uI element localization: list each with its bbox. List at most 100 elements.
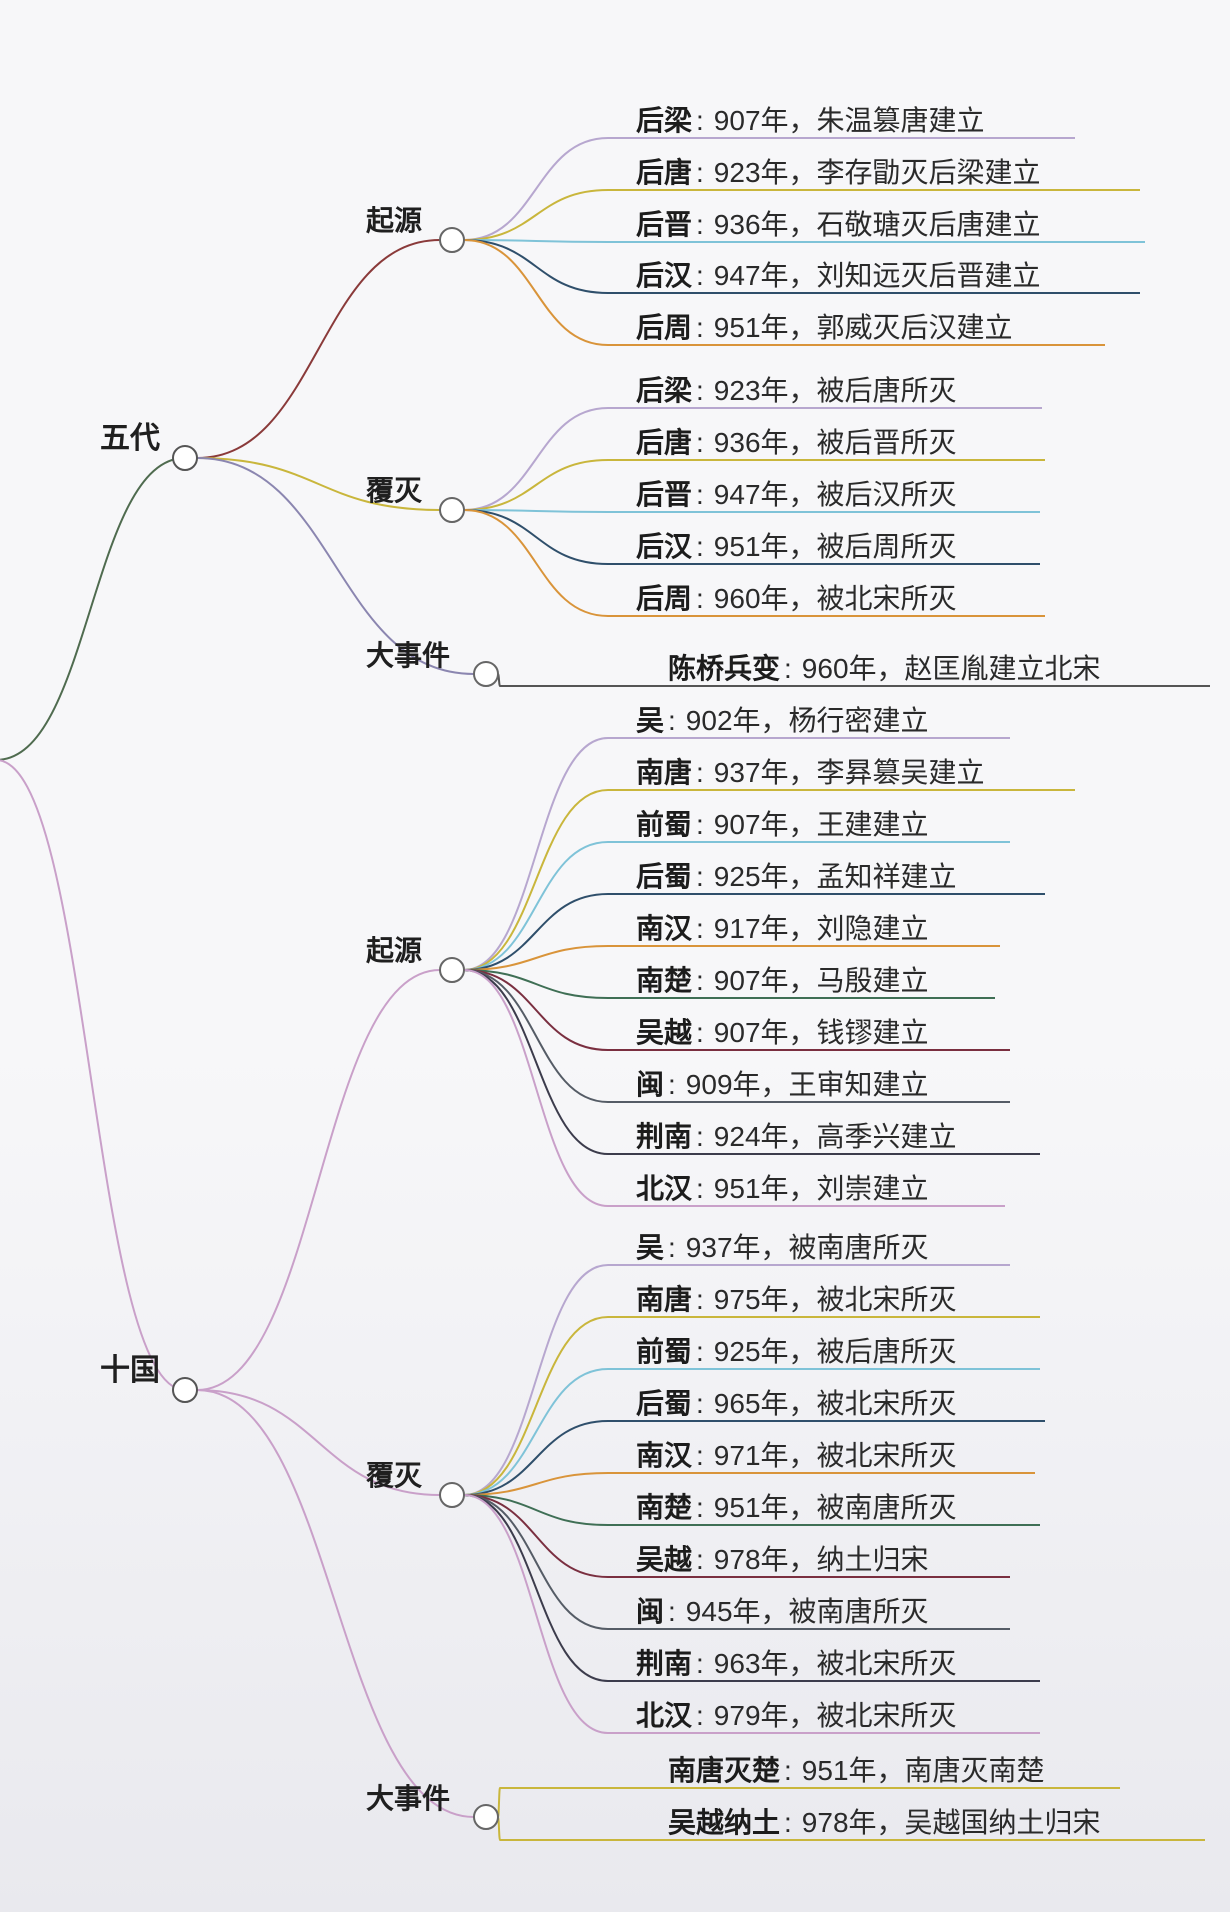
leaf-separator: : (784, 653, 792, 684)
leaf-key: 后汉 (636, 531, 693, 562)
level2-label-0-1: 覆灭 (365, 475, 423, 506)
leaf-text: 947年，被后汉所灭 (714, 479, 957, 510)
leaf-text: 937年，被南唐所灭 (686, 1232, 929, 1263)
leaf-item: 南唐:975年，被北宋所灭 (636, 1283, 957, 1315)
leaf-key: 后周 (636, 312, 692, 343)
leaf-key: 荆南 (636, 1121, 692, 1152)
leaf-edge-1-1-0 (463, 1264, 609, 1496)
leaf-edge-1-0-8 (463, 969, 609, 1155)
leaf-edge-0-0-2 (463, 239, 609, 243)
leaf-item: 南楚:951年，被南唐所灭 (636, 1492, 957, 1523)
leaf-separator: : (668, 1069, 676, 1100)
leaf-item: 后晋:936年，石敬瑭灭后唐建立 (636, 209, 1041, 240)
leaf-edge-0-0-3 (463, 239, 609, 294)
leaf-key: 后蜀 (636, 861, 692, 892)
leaf-item: 后唐:923年，李存勖灭后梁建立 (636, 156, 1041, 188)
leaf-text: 936年，被后晋所灭 (714, 427, 957, 458)
leaf-item: 后唐:936年，被后晋所灭 (636, 426, 957, 458)
leaf-edge-1-0-2 (463, 841, 609, 971)
leaf-edge-0-1-0 (463, 407, 609, 511)
leaf-text: 947年，刘知远灭后晋建立 (714, 260, 1041, 291)
leaf-edge-0-1-3 (463, 509, 609, 565)
leaf-key: 后汉 (636, 260, 693, 291)
leaf-key: 南唐 (636, 1283, 692, 1315)
leaf-edge-1-0-1 (463, 789, 609, 971)
level2-label-1-1: 覆灭 (365, 1460, 423, 1491)
leaf-text: 925年，被后唐所灭 (714, 1336, 957, 1367)
leaf-item: 北汉:979年，被北宋所灭 (636, 1700, 957, 1731)
leaf-text: 936年，石敬瑭灭后唐建立 (714, 209, 1041, 240)
level1-knob-1 (172, 1377, 198, 1403)
leaf-edge-1-1-2 (463, 1368, 609, 1496)
level2-edge-0-1 (196, 457, 441, 511)
level2-edge-0-2 (196, 457, 475, 675)
leaf-key: 后唐 (636, 156, 692, 188)
leaf-separator: : (696, 1173, 704, 1204)
leaf-key: 南唐 (636, 756, 692, 788)
leaf-separator: : (696, 260, 704, 291)
level2-knob-1-0 (439, 957, 465, 983)
level2-label-1-2: 大事件 (366, 1783, 450, 1814)
leaf-key: 闽 (636, 1069, 664, 1100)
leaf-text: 979年，被北宋所灭 (714, 1700, 957, 1731)
leaf-item: 吴越:907年，钱镠建立 (636, 1017, 929, 1048)
leaf-edge-0-0-1 (463, 189, 609, 241)
leaf-text: 951年，郭威灭后汉建立 (714, 312, 1013, 343)
mindmap-edges (0, 137, 1210, 1841)
leaf-text: 951年，南唐灭南楚 (802, 1755, 1045, 1786)
leaf-text: 902年，杨行密建立 (686, 705, 929, 736)
leaf-item: 南汉:917年，刘隐建立 (636, 913, 929, 944)
leaf-edge-1-1-6 (463, 1494, 609, 1578)
leaf-key: 吴 (636, 705, 664, 736)
leaf-key: 南汉 (636, 1440, 693, 1471)
leaf-key: 后梁 (636, 375, 692, 406)
leaf-key: 南汉 (636, 913, 693, 944)
leaf-text: 907年，马殷建立 (714, 965, 929, 996)
leaf-key: 吴越纳土 (668, 1806, 780, 1838)
leaf-item: 南唐:937年，李昪篡吴建立 (636, 756, 985, 788)
mindmap-labels: 五代起源后梁:907年，朱温篡唐建立后唐:923年，李存勖灭后梁建立后晋:936… (100, 105, 1101, 1838)
leaf-item: 后晋:947年，被后汉所灭 (636, 479, 957, 510)
leaf-key: 前蜀 (636, 1335, 692, 1367)
mindmap-knobs (172, 227, 499, 1830)
leaf-separator: : (696, 1440, 704, 1471)
leaf-separator: : (696, 209, 704, 240)
leaf-text: 937年，李昪篡吴建立 (714, 757, 985, 788)
leaf-item: 吴:937年，被南唐所灭 (636, 1232, 929, 1263)
leaf-edge-1-1-5 (463, 1494, 609, 1526)
leaf-separator: : (696, 1017, 704, 1048)
leaf-key: 后晋 (636, 479, 692, 510)
leaf-edge-1-0-5 (463, 969, 609, 999)
leaf-edge-1-0-3 (463, 893, 609, 971)
leaf-text: 978年，纳土归宋 (714, 1544, 929, 1575)
leaf-item: 荆南:924年，高季兴建立 (636, 1121, 957, 1152)
leaf-separator: : (696, 965, 704, 996)
leaf-separator: : (696, 1544, 704, 1575)
leaf-text: 951年，被后周所灭 (714, 531, 957, 562)
leaf-key: 南楚 (636, 965, 692, 996)
leaf-key: 闽 (636, 1596, 664, 1627)
leaf-item: 后汉:951年，被后周所灭 (636, 531, 957, 562)
leaf-text: 907年，朱温篡唐建立 (714, 105, 985, 136)
leaf-key: 陈桥兵变 (668, 652, 780, 684)
leaf-item: 后蜀:925年，孟知祥建立 (636, 861, 957, 892)
leaf-text: 924年，高季兴建立 (714, 1121, 957, 1152)
leaf-separator: : (668, 705, 676, 736)
leaf-separator: : (696, 1492, 704, 1523)
leaf-separator: : (696, 1121, 704, 1152)
leaf-key: 前蜀 (636, 808, 692, 840)
leaf-separator: : (696, 913, 704, 944)
leaf-text: 945年，被南唐所灭 (686, 1596, 929, 1627)
leaf-edge-1-1-4 (463, 1472, 609, 1496)
leaf-edge-1-2-0 (497, 1787, 501, 1818)
level2-knob-0-2 (473, 661, 499, 687)
level2-label-0-2: 大事件 (366, 640, 450, 671)
leaf-separator: : (696, 861, 704, 892)
leaf-separator: : (696, 1336, 704, 1367)
level2-label-1-0: 起源 (366, 935, 422, 966)
leaf-text: 923年，李存勖灭后梁建立 (714, 157, 1041, 188)
level2-knob-1-1 (439, 1482, 465, 1508)
leaf-text: 923年，被后唐所灭 (714, 375, 957, 406)
leaf-key: 荆南 (636, 1648, 692, 1679)
level2-edge-1-0 (196, 969, 441, 1391)
